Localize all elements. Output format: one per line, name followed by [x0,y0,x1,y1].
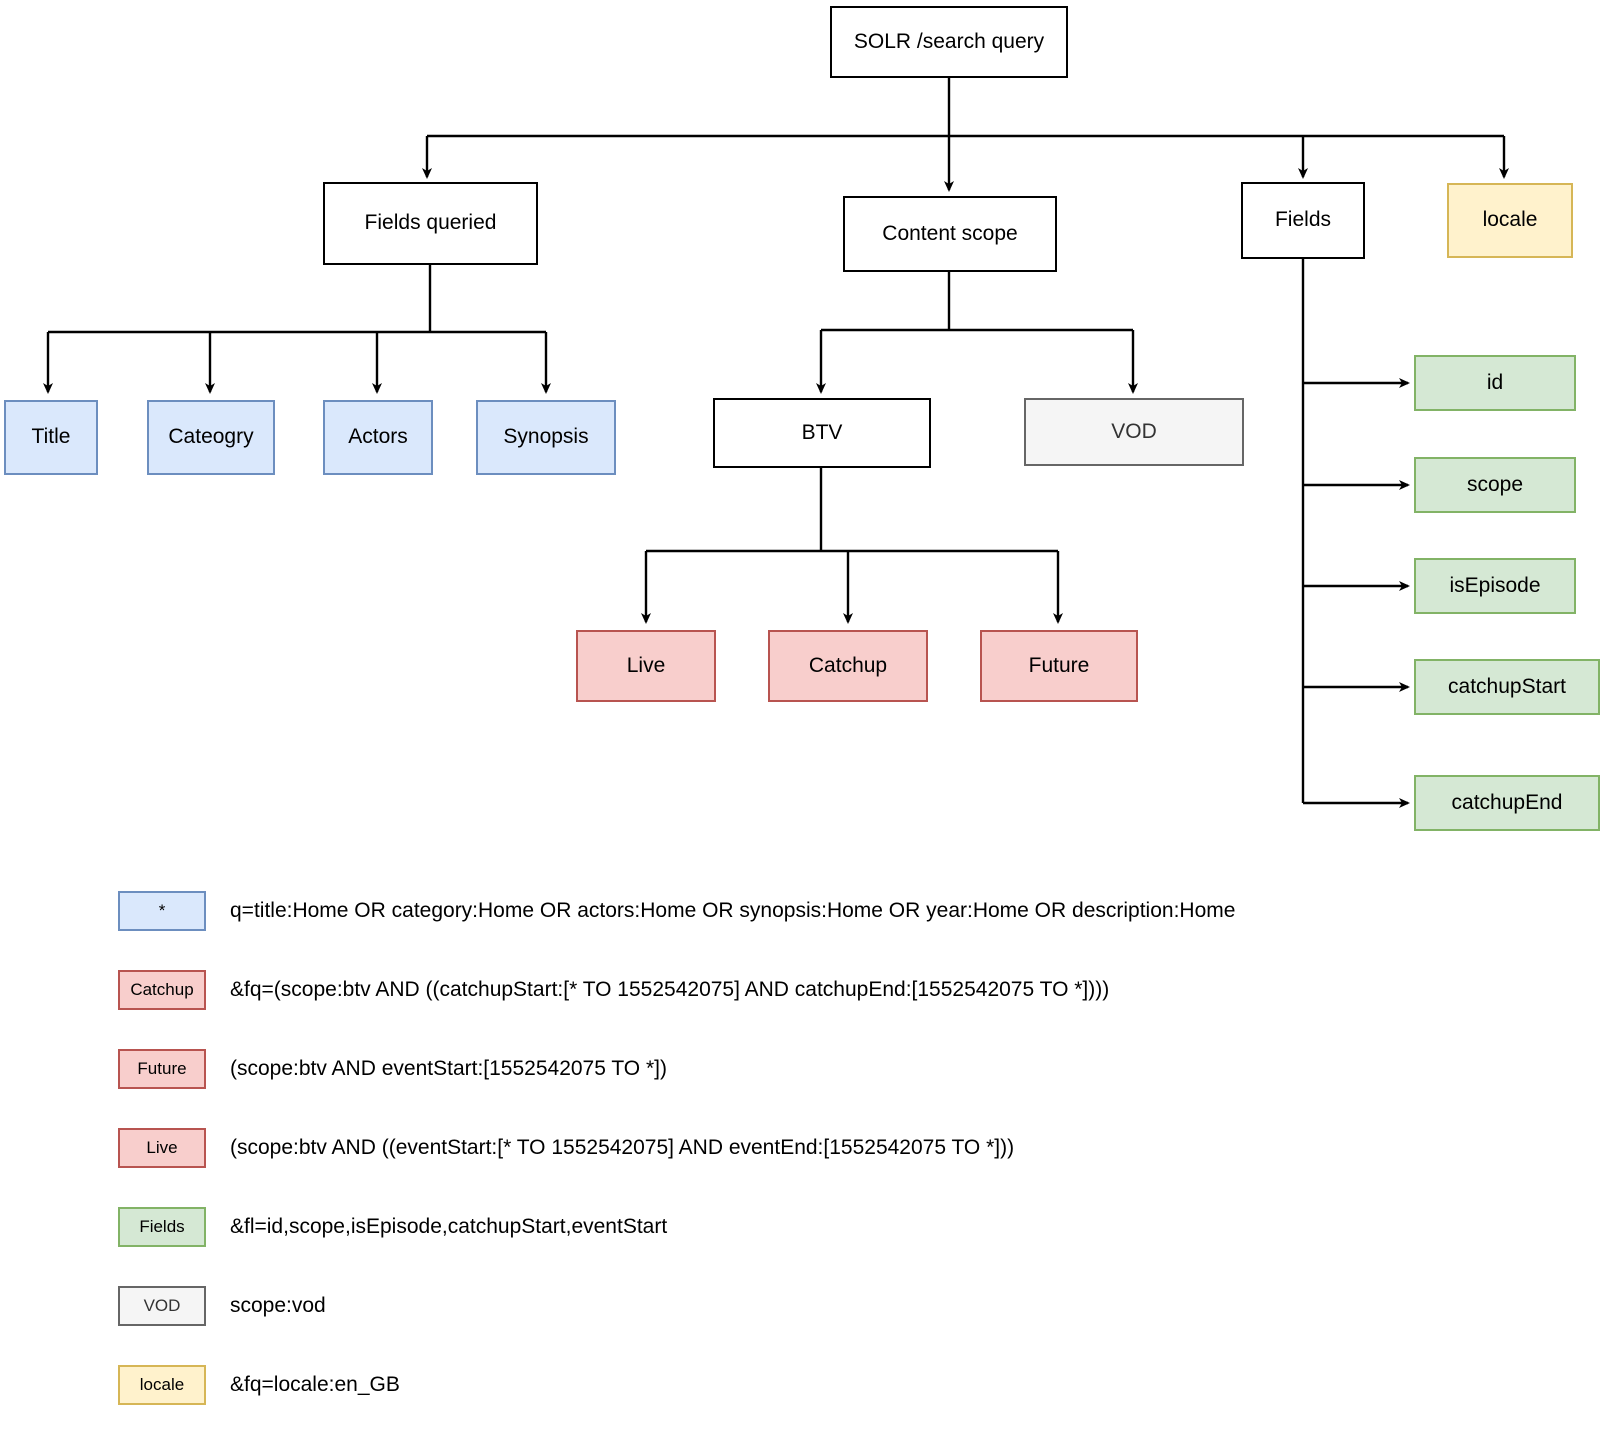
legend-swatch-vod: VOD [118,1286,206,1326]
legend-row-future: Future (scope:btv AND eventStart:[155254… [118,1046,1578,1092]
legend-swatch-catchup: Catchup [118,970,206,1010]
node-label: catchupStart [1448,674,1566,698]
node-fields[interactable]: Fields [1241,182,1365,259]
node-field-catchupstart[interactable]: catchupStart [1414,659,1600,715]
legend-swatch-label: VOD [143,1296,181,1315]
node-title[interactable]: Title [4,400,98,475]
node-label: VOD [1111,419,1157,443]
node-label: Catchup [808,653,888,677]
legend-row-live: Live (scope:btv AND ((eventStart:[* TO 1… [118,1125,1578,1171]
node-label: isEpisode [1449,573,1541,597]
node-fields-queried[interactable]: Fields queried [323,182,538,265]
legend-text-locale: &fq=locale:en_GB [230,1373,400,1396]
node-vod[interactable]: VOD [1024,398,1244,466]
legend-swatch-live: Live [118,1128,206,1168]
legend-text-catchup: &fq=(scope:btv AND ((catchupStart:[* TO … [230,978,1110,1001]
legend-row-query: * q=title:Home OR category:Home OR actor… [118,888,1578,934]
node-btv[interactable]: BTV [713,398,931,468]
node-label: Live [626,653,666,677]
legend-swatch-label: Future [137,1059,187,1078]
node-label: SOLR /search query [853,29,1045,53]
node-label: Title [31,425,71,449]
legend-text-future: (scope:btv AND eventStart:[1552542075 TO… [230,1057,667,1080]
node-field-catchupend[interactable]: catchupEnd [1414,775,1600,831]
legend-swatch-future: Future [118,1049,206,1089]
legend-swatch-label: * [158,901,166,920]
legend-text-vod: scope:vod [230,1294,326,1317]
node-label: Fields [1274,208,1332,232]
legend-swatch-label: locale [139,1375,185,1394]
legend-text-query: q=title:Home OR category:Home OR actors:… [230,899,1236,922]
node-live[interactable]: Live [576,630,716,702]
node-synopsis[interactable]: Synopsis [476,400,616,475]
node-locale[interactable]: locale [1447,183,1573,258]
node-cateogry[interactable]: Cateogry [147,400,275,475]
node-field-scope[interactable]: scope [1414,457,1576,513]
node-label: Content scope [882,221,1018,245]
legend-swatch-label: Fields [139,1217,185,1236]
node-label: catchupEnd [1451,790,1563,814]
node-label: scope [1466,472,1524,496]
node-label: BTV [801,420,843,444]
legend-swatch-label: Live [146,1138,178,1157]
legend-swatch-label: Catchup [130,980,194,999]
legend-text-live: (scope:btv AND ((eventStart:[* TO 155254… [230,1136,1015,1159]
node-label: locale [1482,208,1538,232]
node-label: Actors [348,425,408,449]
node-label: id [1486,370,1504,394]
node-label: Future [1028,653,1090,677]
node-future[interactable]: Future [980,630,1138,702]
legend-row-catchup: Catchup &fq=(scope:btv AND ((catchupStar… [118,967,1578,1013]
legend: * q=title:Home OR category:Home OR actor… [118,888,1578,1436]
legend-swatch-fields: Fields [118,1207,206,1247]
node-label: Cateogry [168,425,254,449]
node-catchup[interactable]: Catchup [768,630,928,702]
node-label: Synopsis [503,425,589,449]
node-actors[interactable]: Actors [323,400,433,475]
legend-row-fields: Fields &fl=id,scope,isEpisode,catchupSta… [118,1204,1578,1250]
node-solr-search-query[interactable]: SOLR /search query [830,6,1068,78]
legend-swatch-locale: locale [118,1365,206,1405]
node-label: Fields queried [364,211,497,235]
legend-text-fields: &fl=id,scope,isEpisode,catchupStart,even… [230,1215,668,1238]
node-field-id[interactable]: id [1414,355,1576,411]
legend-swatch-query: * [118,891,206,931]
legend-row-vod: VOD scope:vod [118,1283,1578,1329]
legend-row-locale: locale &fq=locale:en_GB [118,1362,1578,1408]
node-field-isepisode[interactable]: isEpisode [1414,558,1576,614]
node-content-scope[interactable]: Content scope [843,196,1057,272]
